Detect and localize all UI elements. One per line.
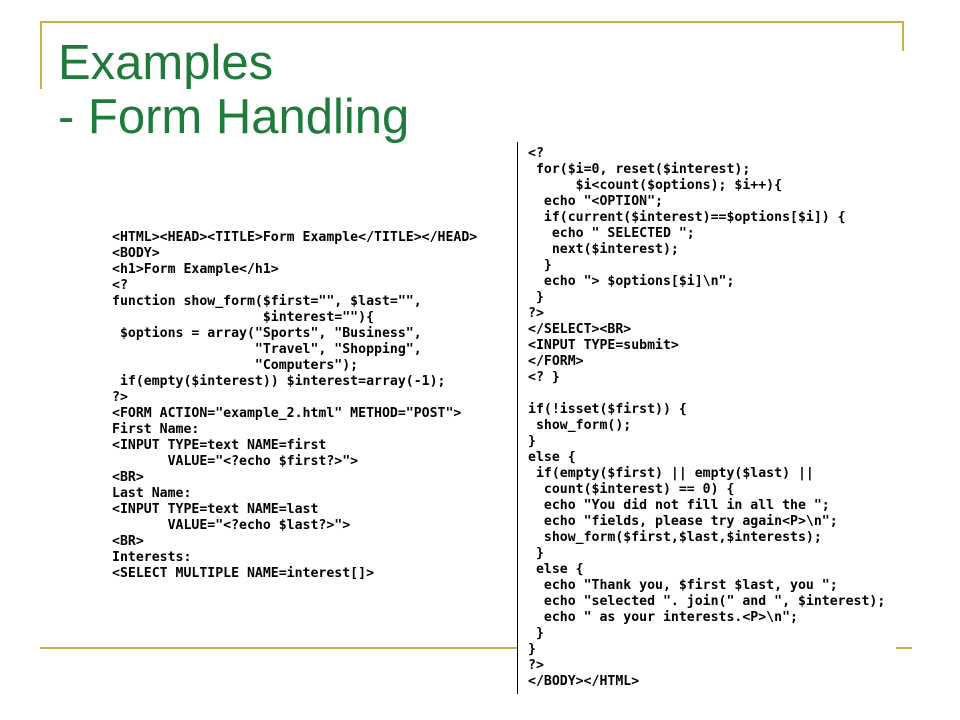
title-line-2: - Form Handling: [58, 90, 410, 144]
code-block-right: <? for($i=0, reset($interest); $i<count(…: [528, 146, 886, 689]
code-block-left: <HTML><HEAD><TITLE>Form Example</TITLE><…: [112, 230, 478, 581]
frame-bottom-rule: [40, 647, 912, 649]
code-panel-right: <? for($i=0, reset($interest); $i<count(…: [517, 142, 896, 694]
title-line-1: Examples: [58, 36, 274, 90]
frame-right-rule: [902, 21, 904, 51]
frame-left-rule: [40, 21, 42, 89]
frame-top-rule: [40, 21, 904, 23]
slide-title: Examples- Form Handling: [58, 36, 409, 144]
